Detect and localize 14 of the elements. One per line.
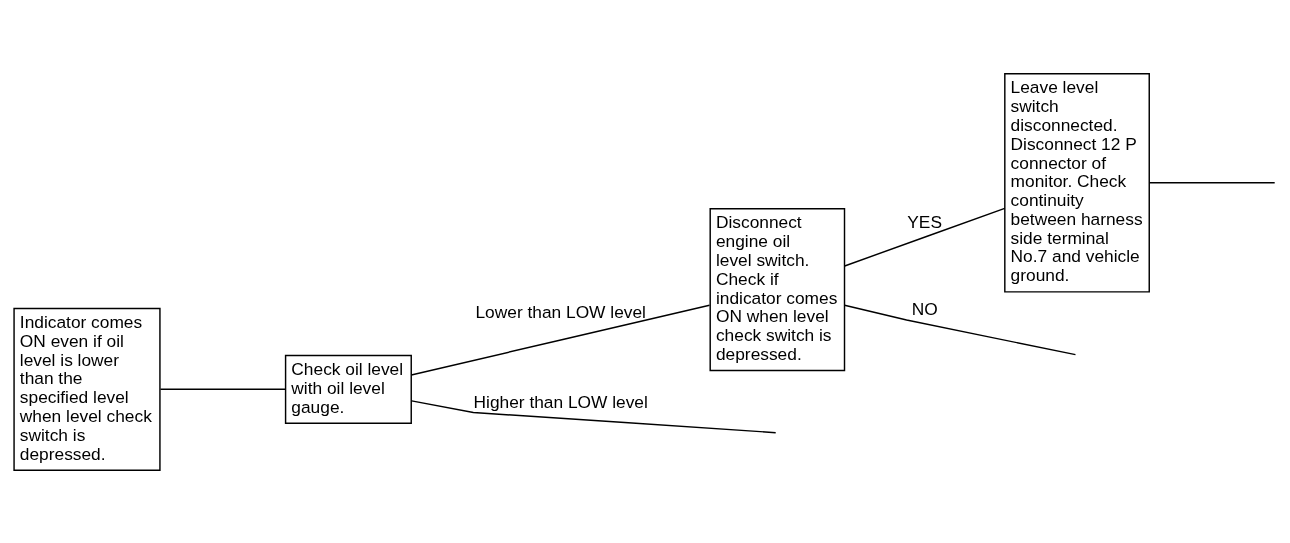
node-box: Leave level switch disconnected. Disconnect 12 P connector of monitor. Check continuity between harness side terminal No.7 and vehicle ground. xyxy=(1004,72,1150,293)
edge-label: Higher than LOW level xyxy=(473,391,648,412)
connector xyxy=(410,399,777,433)
connector xyxy=(843,207,1006,267)
connector xyxy=(1148,181,1276,184)
connector xyxy=(843,304,1077,355)
node-box: Disconnect engine oil level switch. Check if indicator comes ON when level check switch is depressed. xyxy=(709,207,846,371)
edge-label: NO xyxy=(911,298,938,319)
node-box: Check oil level with oil level gauge. xyxy=(284,354,412,424)
connector xyxy=(410,304,711,376)
edge-label: YES xyxy=(907,211,943,232)
edge-label: Lower than LOW level xyxy=(475,301,646,322)
node-box: Indicator comes ON even if oil level is lower than the specified level when level check switch is depressed. xyxy=(13,307,161,471)
connector xyxy=(159,388,287,390)
